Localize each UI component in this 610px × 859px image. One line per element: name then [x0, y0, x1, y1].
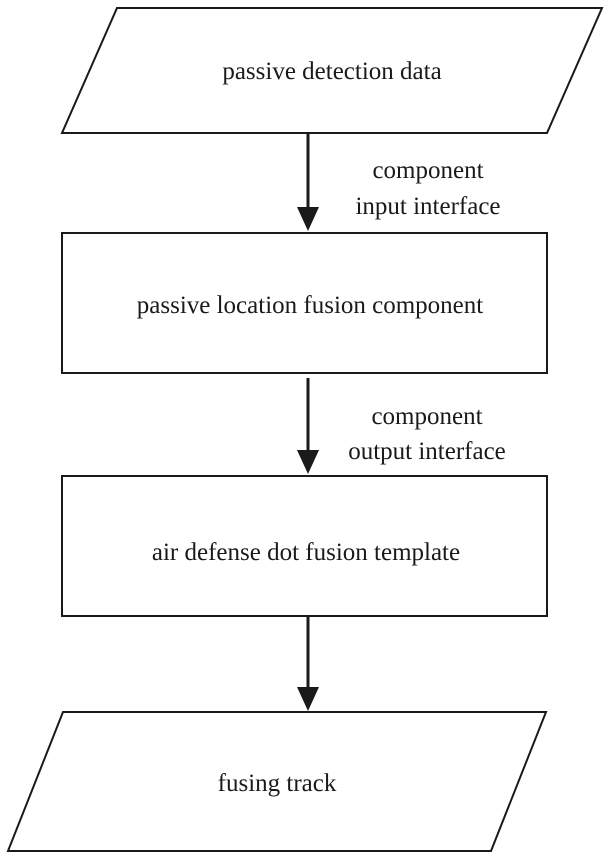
node-air-defense-dot-fusion-template: air defense dot fusion template	[61, 475, 548, 617]
location-component-label: passive location fusion component	[137, 292, 484, 319]
arrow-input-to-component	[297, 133, 319, 231]
output-interface-line2: output interface	[348, 438, 506, 465]
node-fusing-track: fusing track	[6, 711, 548, 852]
node-passive-detection-data: passive detection data	[60, 7, 604, 134]
output-parallelogram	[6, 711, 548, 852]
input-interface-line2: input interface	[355, 193, 500, 220]
output-interface-line1: component	[371, 403, 482, 430]
node-passive-location-fusion-component: passive location fusion component	[61, 232, 548, 374]
dot-fusion-template-label: air defense dot fusion template	[152, 539, 460, 566]
edge-label-output-interface: component output interface	[348, 403, 506, 465]
input-parallelogram	[60, 7, 604, 134]
arrow-component-to-template	[297, 378, 319, 474]
dot-fusion-template-box	[61, 475, 548, 617]
output-track-label: fusing track	[218, 770, 337, 797]
edge-label-input-interface: component input interface	[355, 157, 500, 220]
input-interface-line1: component	[372, 157, 483, 184]
arrow-template-to-track	[297, 616, 319, 711]
input-data-label: passive detection data	[222, 58, 441, 85]
location-component-box	[61, 232, 548, 374]
